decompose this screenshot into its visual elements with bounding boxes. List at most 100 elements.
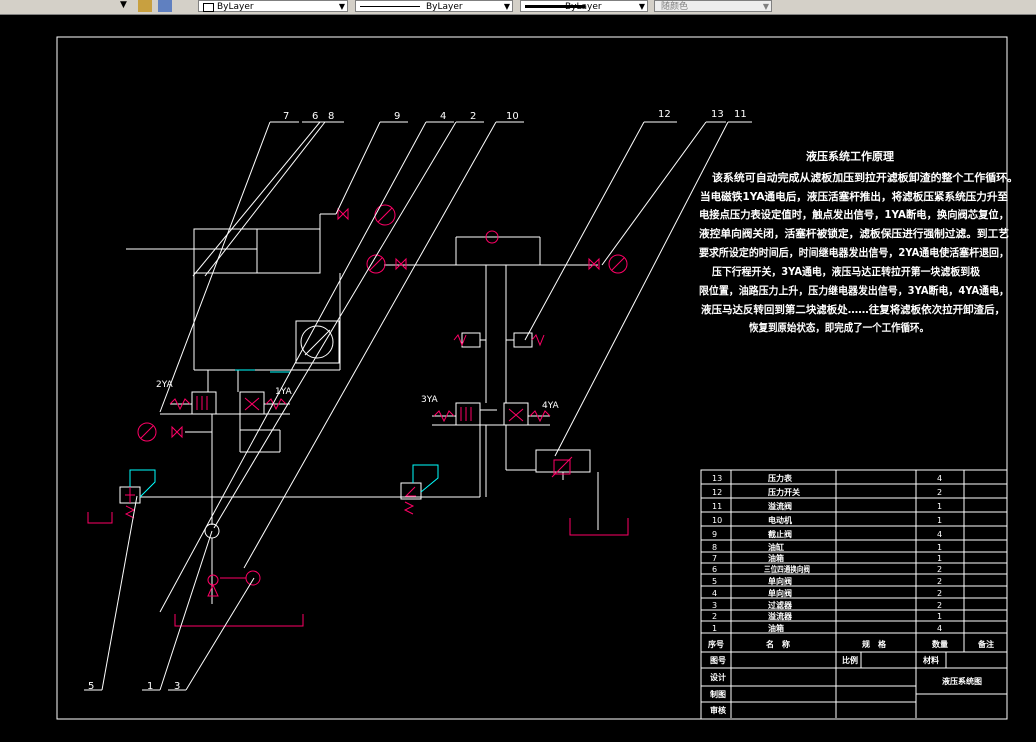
bom-no: 12	[712, 488, 722, 497]
bom-no: 10	[712, 516, 722, 525]
title-block: 图号 比例 材料 设计 制图 审核 液压系统图	[710, 655, 982, 715]
table-row: 8 油缸 1	[712, 542, 942, 552]
bom-name: 电动机	[768, 515, 792, 525]
callout-10: 10	[506, 111, 519, 122]
notes-line: 该系统可自动完成从滤板加压到拉开滤板卸渣的整个工作循环。	[712, 171, 1018, 184]
label-designer: 设计	[710, 672, 726, 682]
drawing-name: 液压系统图	[942, 676, 982, 686]
table-row: 7 油箱 1	[712, 553, 942, 563]
layer-previous-icon[interactable]	[158, 0, 172, 12]
color-swatch-icon	[203, 3, 214, 12]
color-select-value: ByLayer	[217, 2, 254, 12]
bom-qty: 4	[937, 530, 942, 539]
bom-qty: 1	[937, 612, 942, 621]
table-row: 12 压力开关 2	[712, 487, 942, 497]
plotstyle-select[interactable]: 随颜色 ▼	[654, 0, 772, 12]
bom-name: 单向阀	[768, 588, 792, 598]
bom-qty: 1	[937, 516, 942, 525]
bom-no: 8	[712, 543, 717, 552]
chevron-down-icon: ▼	[762, 2, 769, 11]
bom-qty: 2	[937, 488, 942, 497]
linetype-preview	[360, 6, 420, 7]
label-2ya: 2YA	[156, 380, 174, 390]
plotstyle-select-value: 随颜色	[661, 2, 689, 12]
bom-name: 油箱	[768, 553, 784, 563]
callout-2: 2	[470, 111, 476, 122]
drawing-canvas[interactable]: 7 6 8 9 4 2 10 12 13 11 5 1 3 2YA 1YA 3Y…	[0, 14, 1036, 742]
bom-no: 2	[712, 612, 717, 621]
callout-9: 9	[394, 111, 400, 122]
bom-qty: 4	[937, 474, 942, 483]
right-circuit-hydraulic	[366, 230, 629, 536]
bom-qty: 2	[937, 601, 942, 610]
bom-header-remark: 备注	[977, 639, 994, 649]
bom-rows: 13 压力表 4 12 压力开关 2 11 溢流阀 1 10 电动机 1 9 截…	[708, 473, 994, 649]
label-4ya: 4YA	[542, 401, 560, 411]
lineweight-select[interactable]: ByLayer ▼	[520, 0, 648, 12]
bom-qty: 2	[937, 565, 942, 574]
bom-name: 油箱	[768, 623, 784, 633]
label-material: 材料	[923, 655, 939, 665]
label-1ya: 1YA	[275, 387, 293, 397]
notes-line: 液控单向阀关闭，活塞杆被锁定，滤板保压进行强制过滤。到工艺	[699, 227, 1009, 240]
bom-no: 4	[712, 589, 717, 598]
bom-table	[700, 469, 1008, 720]
table-row: 9 截止阀 4	[712, 529, 942, 539]
notes-line: 限位置，油路压力上升，压力继电器发出信号，3YA断电，4YA通电，	[699, 284, 1009, 297]
notes-line: 液压马达反转回到第二块滤板处……往复将滤板依次拉开卸渣后，	[701, 303, 1005, 316]
callout-13: 13	[711, 109, 724, 120]
notes-line: 电接点压力表设定值时，触点发出信号，1YA断电，换向阀芯复位，	[699, 208, 1009, 221]
color-select[interactable]: ByLayer ▼	[198, 0, 348, 12]
bom-no: 13	[712, 474, 722, 483]
chevron-down-icon: ▼	[503, 2, 510, 11]
chevron-down-icon: ▼	[338, 2, 345, 11]
label-drafter: 制图	[710, 689, 726, 699]
table-row: 4 单向阀 2	[712, 588, 942, 598]
table-row: 13 压力表 4	[712, 473, 942, 483]
left-circuit	[119, 213, 497, 604]
table-row: 2 溢流器 1	[712, 611, 942, 621]
working-principle-notes: 液压系统工作原理 该系统可自动完成从滤板加压到拉开滤板卸渣的整个工作循环。 当电…	[699, 149, 1018, 334]
bom-name: 截止阀	[768, 529, 792, 539]
property-toolbar: ▼ ByLayer ▼ ByLayer ▼ ByLayer ▼ 随颜色 ▼	[0, 0, 1036, 15]
bom-no: 11	[712, 502, 722, 511]
bom-qty: 4	[937, 624, 942, 633]
callout-1: 1	[147, 681, 153, 692]
callout-3: 3	[174, 681, 180, 692]
dropdown-arrow-icon[interactable]: ▼	[120, 0, 127, 10]
bom-header-name: 名 称	[766, 639, 790, 649]
bom-name: 三位四通换向阀	[764, 564, 810, 574]
bom-no: 7	[712, 554, 717, 563]
label-drawing-no: 图号	[710, 656, 726, 665]
label-reviewer: 审核	[710, 705, 726, 715]
table-row: 11 溢流阀 1	[712, 501, 942, 511]
lineweight-preview	[525, 5, 585, 8]
callout-8: 8	[328, 111, 334, 122]
table-row: 5 单向阀 2	[712, 576, 942, 586]
callout-11: 11	[734, 109, 747, 120]
notes-line: 压下行程开关，3YA通电，液压马达正转拉开第一块滤板到极	[712, 265, 980, 278]
left-circuit-hydraulic	[87, 204, 416, 627]
linetype-select-value: ByLayer	[426, 2, 463, 12]
bom-qty: 1	[937, 543, 942, 552]
bom-header-qty: 数量	[932, 639, 948, 649]
table-row: 3 过滤器 2	[712, 600, 942, 610]
valve-labels: 2YA 1YA 3YA 4YA	[156, 380, 560, 411]
bom-qty: 2	[937, 589, 942, 598]
bom-name: 溢流阀	[768, 501, 792, 511]
bom-no: 6	[712, 565, 717, 574]
layer-states-icon[interactable]	[138, 0, 152, 12]
table-row: 6 三位四通换向阀 2	[712, 564, 942, 574]
label-scale: 比例	[842, 655, 858, 665]
bom-name: 溢流器	[768, 611, 793, 621]
table-row: 10 电动机 1	[712, 515, 942, 525]
linetype-select[interactable]: ByLayer ▼	[355, 0, 513, 12]
notes-line: 要求所设定的时间后，时间继电器发出信号，2YA通电使活塞杆退回，	[699, 246, 1009, 259]
chevron-down-icon: ▼	[638, 2, 645, 11]
bom-header-spec: 规 格	[862, 639, 887, 649]
bom-no: 5	[712, 577, 717, 586]
callout-4: 4	[440, 111, 446, 122]
callout-numbers: 7 6 8 9 4 2 10 12 13 11 5 1 3	[88, 109, 747, 692]
notes-title: 液压系统工作原理	[806, 149, 894, 163]
bom-name: 压力开关	[768, 487, 800, 497]
